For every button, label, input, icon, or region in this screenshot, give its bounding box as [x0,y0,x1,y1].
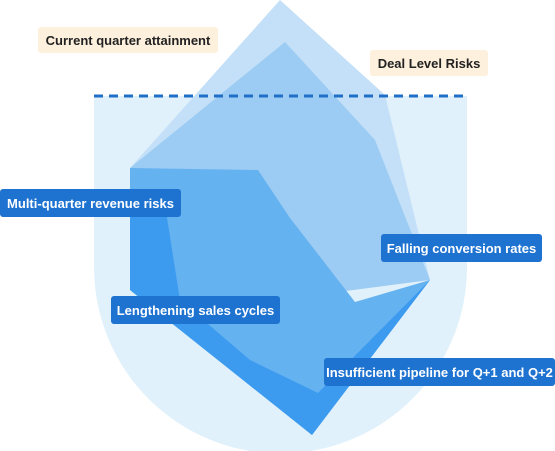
label-multi-quarter-revenue-risks: Multi-quarter revenue risks [0,189,181,217]
label-text: Falling conversion rates [386,240,537,256]
label-text: Insufficient pipeline for Q+1 and Q+2 [326,364,553,380]
label-deal-level-risks: Deal Level Risks [370,50,488,76]
label-falling-conversion-rates: Falling conversion rates [381,234,542,262]
label-text: Lengthening sales cycles [116,302,275,318]
label-insufficient-pipeline: Insufficient pipeline for Q+1 and Q+2 [324,358,555,386]
label-text: Multi-quarter revenue risks [7,195,174,211]
label-lengthening-sales-cycles: Lengthening sales cycles [111,296,280,324]
label-text: Deal Level Risks [377,55,481,71]
label-current-quarter-attainment: Current quarter attainment [38,27,218,53]
label-text: Current quarter attainment [45,32,211,48]
